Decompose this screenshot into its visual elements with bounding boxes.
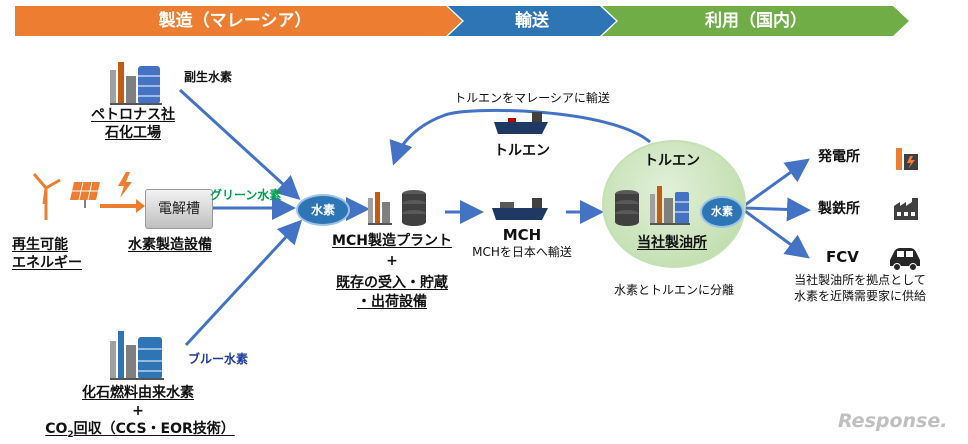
power-plant-label: 発電所 bbox=[818, 149, 860, 165]
mch-plant-label: MCH製造プラント bbox=[332, 233, 452, 249]
supply-caption-line1: 当社製油所を拠点として bbox=[794, 273, 926, 287]
mch-ship-label: MCH bbox=[502, 226, 542, 244]
blue-hydrogen-label: ブルー水素 bbox=[188, 352, 249, 366]
petronas-label-line1: ペトロナス社 bbox=[91, 107, 175, 123]
electrolyzer-box: 電解槽 bbox=[145, 189, 213, 229]
co2-capture-label: CO2回収（CCS・EOR技術） bbox=[45, 421, 235, 440]
to-steel-mill-arrow bbox=[744, 197, 811, 222]
mch-plant-icon bbox=[368, 190, 426, 226]
power-plant-icon bbox=[896, 148, 918, 170]
hydrogen-tag-center: 水素 bbox=[296, 194, 350, 226]
solar-panel-icon bbox=[70, 181, 100, 208]
to-fcv-arrow bbox=[744, 209, 810, 259]
refinery-toluene-tag: トルエン bbox=[644, 153, 700, 169]
existing-facility-line1: 既存の受入・貯蔵 bbox=[336, 275, 448, 291]
wind-turbine-icon bbox=[32, 173, 61, 220]
supply-caption-line2: 水素を近隣需要家に供給 bbox=[793, 289, 926, 303]
renewable-label-line2: エネルギー bbox=[12, 255, 82, 271]
petronas-label-line2: 石化工場 bbox=[105, 125, 161, 141]
existing-facility-line2: ・出荷設備 bbox=[357, 294, 427, 310]
stage-manufacturing-label: 製造（マレーシア） bbox=[158, 11, 312, 31]
fcv-label: FCV bbox=[826, 248, 859, 266]
fossil-plus-label: + bbox=[132, 403, 144, 419]
lightning-icon bbox=[118, 172, 132, 198]
toluene-ship-label: トルエン bbox=[494, 143, 550, 159]
toluene-return-caption: トルエンをマレーシアに輸送 bbox=[454, 91, 610, 105]
refinery-name-label: 当社製油所 bbox=[637, 235, 707, 251]
band-manufacturing bbox=[15, 6, 462, 36]
green-hydrogen-label: グリーン水素 bbox=[210, 188, 282, 202]
toluene-ship-icon bbox=[494, 112, 548, 134]
refinery-tanks-icon bbox=[615, 190, 639, 226]
hydrogen-tag-refinery: 水素 bbox=[700, 196, 744, 228]
steel-mill-label: 製鉄所 bbox=[818, 201, 860, 217]
mch-ship-icon bbox=[492, 198, 548, 220]
separation-caption: 水素とトルエンに分離 bbox=[613, 283, 734, 297]
band-use bbox=[602, 6, 909, 36]
steel-mill-icon bbox=[894, 198, 918, 220]
center-plus-label: + bbox=[386, 253, 398, 269]
watermark-logo: Response. bbox=[838, 410, 948, 432]
stage-transport-label: 輸送 bbox=[515, 11, 549, 31]
petrochemical-plant-icon bbox=[110, 62, 162, 105]
toluene-return-arrow bbox=[389, 108, 651, 166]
mch-transport-caption: MCHを日本へ輸送 bbox=[472, 245, 572, 259]
stage-use-label: 利用（国内） bbox=[705, 11, 807, 31]
fossil-plant-icon bbox=[110, 331, 164, 380]
byproduct-hydrogen-label: 副生水素 bbox=[184, 70, 233, 84]
blue-hydrogen-arrow bbox=[184, 219, 303, 347]
fossil-hydrogen-label: 化石燃料由来水素 bbox=[82, 385, 194, 401]
hydrogen-facility-label: 水素製造設備 bbox=[128, 237, 212, 253]
byproduct-arrow bbox=[178, 88, 301, 201]
car-icon bbox=[890, 248, 920, 271]
refinery-factory-icon bbox=[650, 186, 690, 225]
band-transport bbox=[448, 6, 616, 36]
to-power-plant-arrow bbox=[744, 158, 810, 207]
renewable-label-line1: 再生可能 bbox=[12, 237, 68, 253]
